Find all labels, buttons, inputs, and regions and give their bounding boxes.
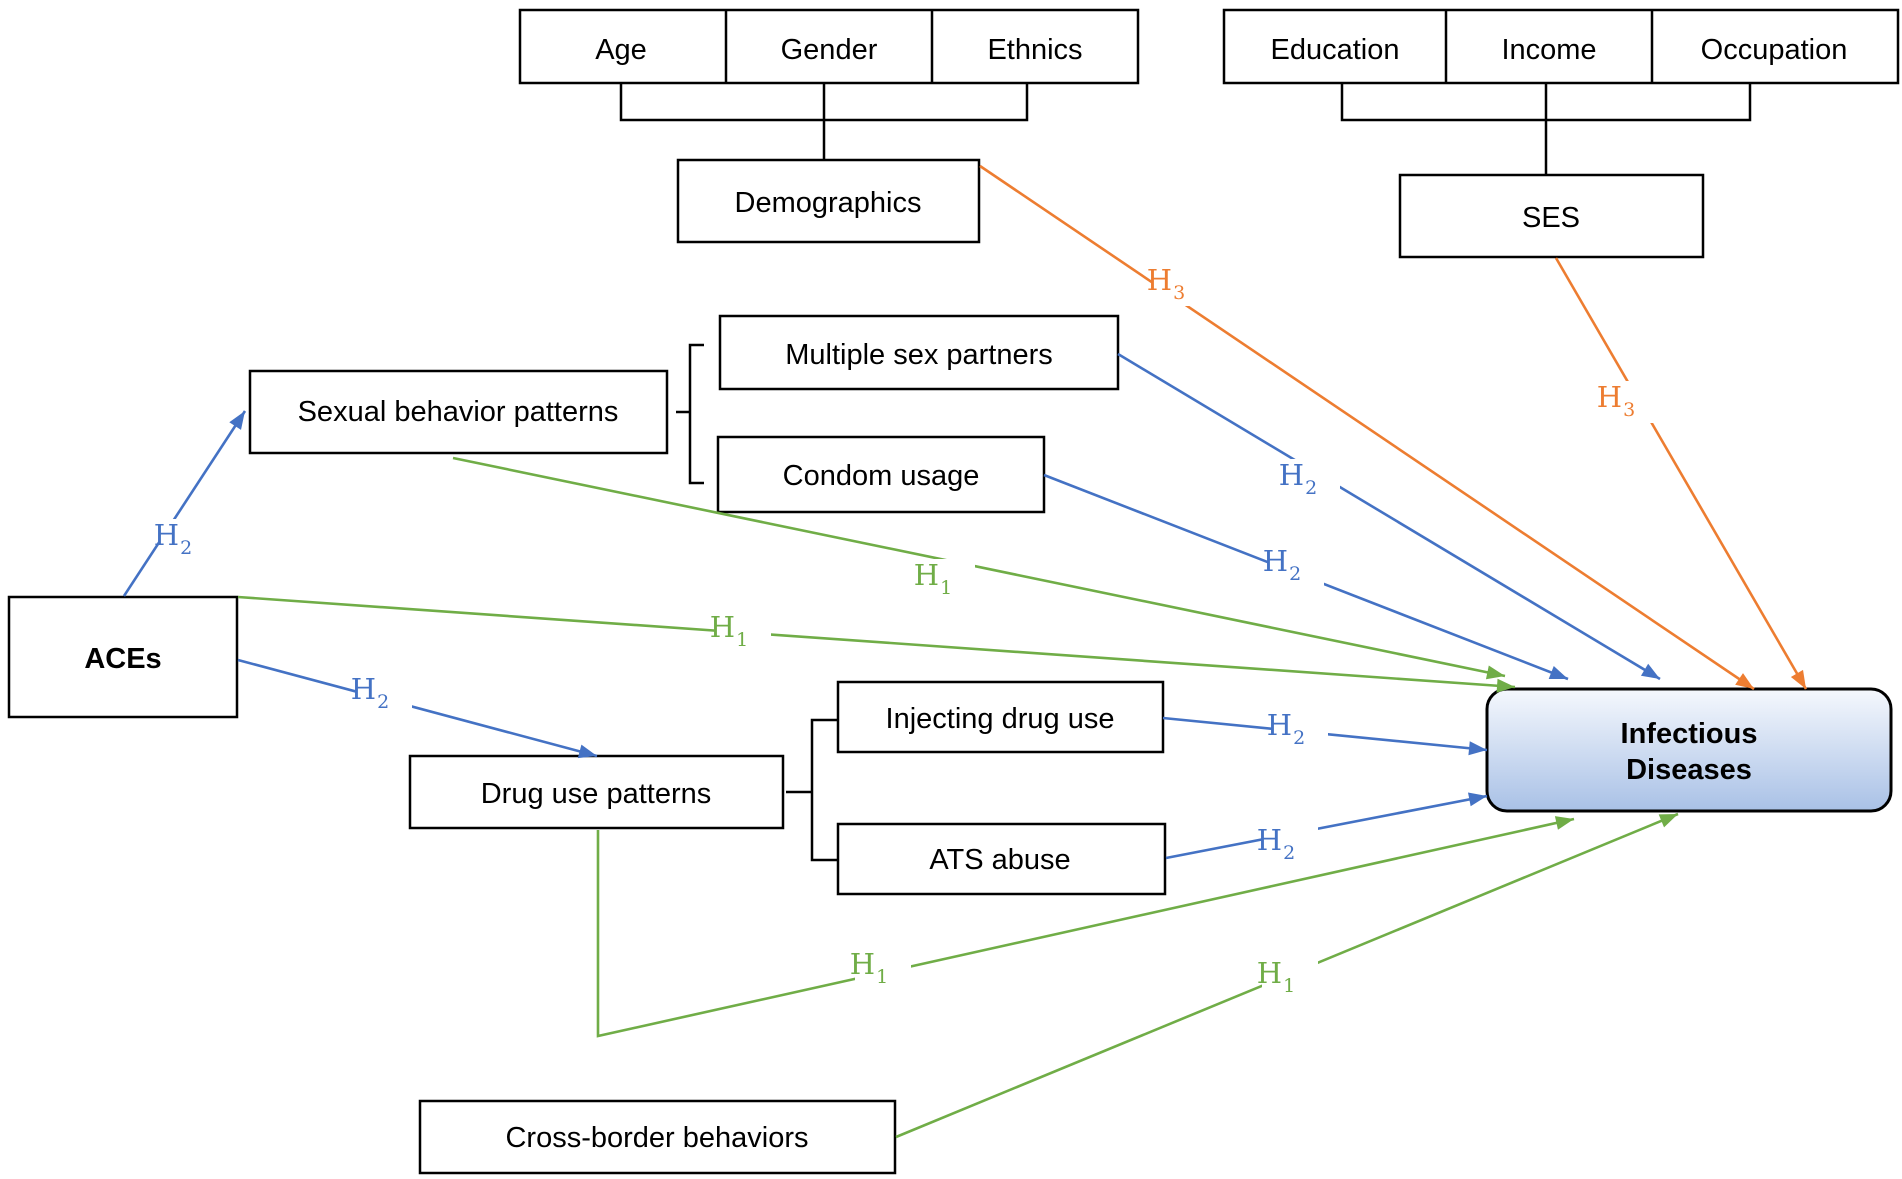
sexual-behavior-node: Sexual behavior patterns — [248, 369, 669, 455]
hypothesis-label-h1: H1 — [710, 610, 771, 653]
svg-text:H3: H3 — [1147, 263, 1185, 304]
svg-text:H1: H1 — [914, 558, 952, 599]
ats-abuse-to-infectious-arrowhead — [1467, 792, 1487, 807]
ses-to-infectious-arrowhead — [1790, 669, 1806, 689]
hypothesis-label-h2: H2 — [351, 672, 412, 715]
occupation-label: Occupation — [1701, 34, 1848, 66]
sexual-behavior-label: Sexual behavior patterns — [298, 396, 619, 428]
income-label: Income — [1501, 34, 1596, 66]
svg-text:H1: H1 — [1257, 956, 1295, 997]
condom-usage-to-infectious-arrowhead — [1548, 665, 1568, 679]
sexual-behavior-to-infectious-arrow — [452, 456, 1506, 680]
aces-to-drug-use-arrow — [237, 658, 598, 759]
ats-abuse-label: ATS abuse — [929, 844, 1070, 876]
hypothesis-label-h2: H2 — [1267, 708, 1328, 751]
demographics-to-infectious-arrowhead — [1735, 673, 1754, 689]
drug-use-brace — [786, 718, 838, 862]
ses-attributes-row — [1222, 8, 1900, 85]
sexual-behavior-brace — [676, 343, 704, 485]
sexual-behavior-to-infectious-arrowhead — [1485, 665, 1505, 680]
svg-text:H2: H2 — [1263, 544, 1301, 585]
hypothesis-arrows — [122, 164, 1808, 1139]
drug-use-to-infectious-arrowhead — [1554, 816, 1574, 830]
demographics-label: Demographics — [735, 187, 922, 219]
svg-text:H3: H3 — [1597, 380, 1635, 421]
svg-text:H1: H1 — [850, 947, 888, 988]
infectious-line2: Diseases — [1626, 754, 1752, 786]
cross-border-node: Cross-border behaviors — [418, 1099, 897, 1175]
drug-use-to-infectious-arrow — [596, 816, 1575, 1038]
svg-text:H2: H2 — [1257, 823, 1295, 864]
demographics-to-infectious-arrow — [979, 164, 1755, 691]
injecting-drug-to-infectious-arrowhead — [1468, 741, 1487, 756]
svg-text:H2: H2 — [351, 672, 389, 713]
infectious-line1: Infectious — [1621, 718, 1758, 750]
aces-to-sexual-behavior-arrow — [122, 410, 247, 597]
ses-to-infectious-arrow — [1554, 257, 1808, 690]
svg-text:H1: H1 — [710, 610, 748, 651]
multiple-partners-node: Multiple sex partners — [718, 314, 1120, 391]
condom-usage-label: Condom usage — [783, 460, 980, 492]
ats-abuse-node: ATS abuse — [836, 822, 1167, 896]
hypothesis-label-h2: H2 — [1279, 458, 1340, 501]
aces-to-infectious-arrowhead — [1496, 678, 1515, 693]
aces-to-drug-use-arrowhead — [577, 744, 597, 759]
svg-text:H2: H2 — [1279, 458, 1317, 499]
education-label: Education — [1271, 34, 1400, 66]
aces-node: ACEs — [7, 595, 239, 719]
drug-use-label: Drug use patterns — [481, 778, 712, 810]
age-label: Age — [595, 34, 647, 66]
hypothesis-label-h3: H3 — [1147, 263, 1208, 306]
infectious-diseases-node: Infectious Diseases — [1485, 687, 1893, 813]
gender-label: Gender — [781, 34, 878, 66]
hypothesis-label-h2: H2 — [1257, 823, 1318, 866]
cross-border-label: Cross-border behaviors — [505, 1122, 808, 1154]
injecting-drug-node: Injecting drug use — [836, 680, 1165, 754]
demographic-attributes-group: Age Gender Ethnics — [518, 8, 1140, 160]
hypothesis-label-h2: H2 — [1263, 544, 1324, 587]
hypothesis-label-h1: H1 — [1257, 956, 1318, 999]
hypothesis-label-h1: H1 — [914, 558, 975, 601]
aces-to-sexual-behavior-arrowhead — [229, 411, 245, 430]
ses-node: SES — [1398, 173, 1705, 259]
aces-to-infectious-arrow — [237, 595, 1516, 693]
injecting-drug-label: Injecting drug use — [886, 703, 1115, 735]
multiple-partners-to-infectious-arrowhead — [1640, 663, 1660, 679]
svg-text:H2: H2 — [1267, 708, 1305, 749]
drug-use-node: Drug use patterns — [408, 754, 785, 830]
hypothesis-label-h3: H3 — [1597, 380, 1658, 423]
aces-label: ACEs — [84, 643, 161, 675]
ethnics-label: Ethnics — [987, 34, 1082, 66]
ats-abuse-to-infectious-arrow — [1165, 792, 1488, 860]
ses-label: SES — [1522, 202, 1580, 234]
hypothesis-label-h2: H2 — [154, 518, 215, 561]
demographic-attributes-row — [518, 8, 1140, 85]
ses-attributes-group: Education Income Occupation — [1222, 8, 1900, 175]
hypothesis-label-h1: H1 — [850, 947, 911, 990]
multiple-partners-label: Multiple sex partners — [785, 339, 1053, 371]
cross-border-to-infectious-arrowhead — [1658, 814, 1678, 828]
multiple-partners-to-infectious-arrow — [1117, 352, 1661, 681]
demographics-node: Demographics — [676, 158, 981, 244]
svg-text:H2: H2 — [154, 518, 192, 559]
condom-usage-node: Condom usage — [716, 435, 1046, 514]
